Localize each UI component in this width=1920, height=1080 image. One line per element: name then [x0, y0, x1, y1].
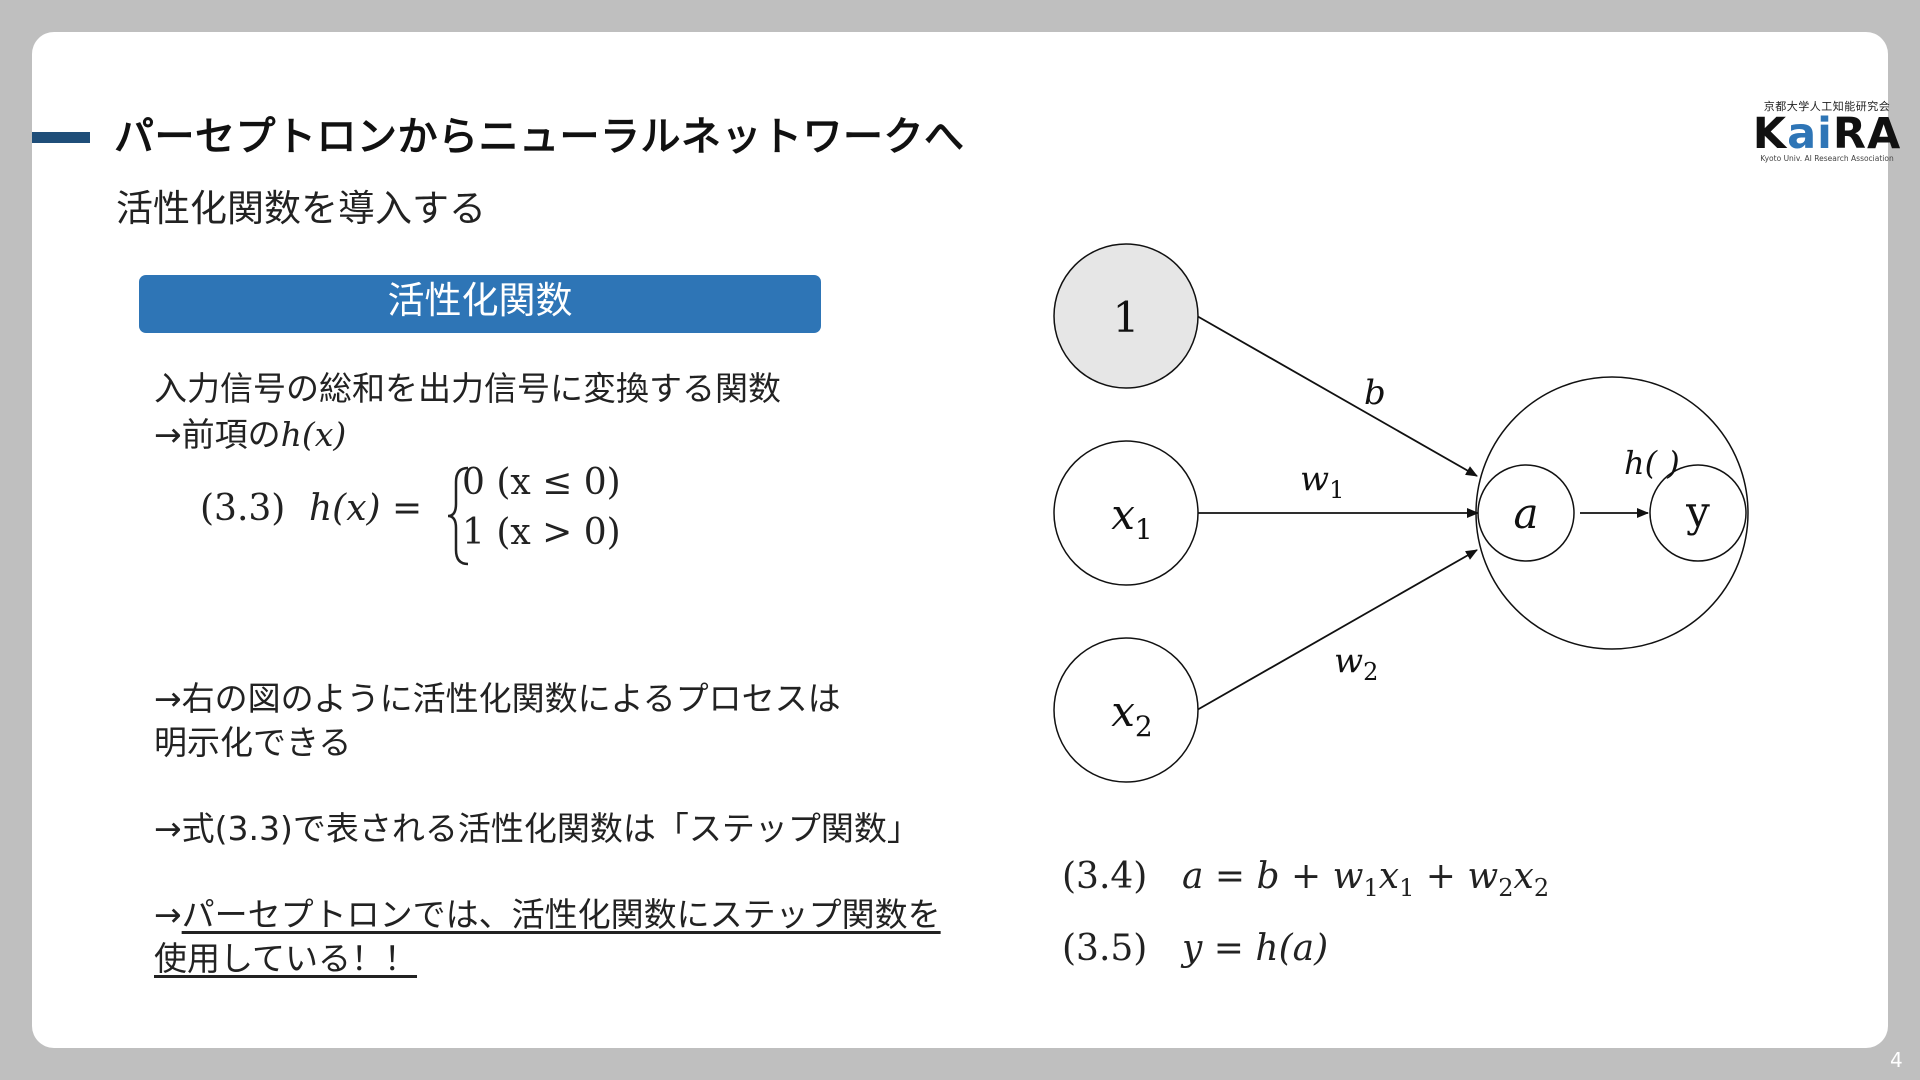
note-2: →式(3.3)で表される活性化関数は「ステップ関数」: [154, 809, 920, 848]
label-x2: x2: [1111, 687, 1153, 743]
node-bias: [1053, 243, 1199, 389]
note-3-text: パーセプトロンでは、活性化関数にステップ関数を: [181, 895, 941, 934]
eq-33-case-2: 1 (x > 0): [462, 512, 621, 553]
node-y: [1649, 464, 1747, 562]
node-x1: [1053, 440, 1199, 586]
node-x2: [1053, 637, 1199, 783]
note-3-arrow: →: [154, 895, 182, 934]
label-w2-sub: 2: [1363, 658, 1378, 686]
title-accent-bar: [32, 132, 90, 143]
label-edge-h: h( ): [1624, 444, 1680, 482]
logo-ra: RA: [1832, 109, 1902, 159]
label-x1-base: x: [1111, 490, 1135, 539]
note-1-line-1: →右の図のように活性化関数によるプロセスは: [154, 679, 841, 718]
description-line-1: 入力信号の総和を出力信号に変換する関数: [154, 369, 781, 408]
eq-33-case-1: 0 (x ≤ 0): [462, 462, 621, 503]
note-1-line-2: 明示化できる: [154, 723, 352, 762]
logo-sub-text: Kyoto Univ. AI Research Association: [1760, 154, 1894, 163]
label-x2-base: x: [1111, 687, 1135, 736]
eq-35-text: y = h(a): [1182, 928, 1329, 969]
edge-x2: [1196, 549, 1478, 711]
label-x1: x1: [1111, 490, 1153, 546]
description-prefix: →前項の: [154, 415, 281, 454]
label-edge-b: b: [1364, 373, 1386, 413]
label-edge-w2: w2: [1334, 641, 1378, 686]
node-neuron: [1475, 376, 1749, 650]
eq-34-body: a = b + w1x1 + w2x2: [1182, 856, 1550, 903]
description-math: h(x): [280, 415, 347, 454]
label-a: a: [1513, 489, 1538, 538]
label-y: y: [1685, 487, 1710, 536]
label-bias: 1: [1113, 293, 1140, 342]
eq-35-number: (3.5): [1062, 928, 1148, 969]
label-w1-base: w: [1300, 459, 1329, 499]
logo-main-text: KaiRA: [1752, 113, 1902, 156]
label-edge-w1: w1: [1300, 459, 1344, 504]
edge-bias: [1196, 315, 1478, 477]
node-a: [1477, 464, 1575, 562]
eq-33-number: (3.3): [200, 488, 286, 529]
eq-33-lhs: h(x) =: [309, 488, 422, 529]
label-w1-sub: 1: [1329, 476, 1344, 504]
note-3-line-1: →パーセプトロンでは、活性化関数にステップ関数を: [154, 888, 941, 936]
eq-35-body: y = h(a): [1182, 928, 1328, 969]
slide: パーセプトロンからニューラルネットワークへ 活性化関数を導入する 京都大学人工知…: [32, 32, 1900, 1048]
note-3-line-2: 使用している！！: [154, 939, 418, 978]
section-badge: 活性化関数: [139, 275, 821, 333]
label-x2-sub: 2: [1135, 710, 1153, 743]
perceptron-diagram: 1 x1 x2 a y b w1 w2 h( ): [1053, 243, 1749, 783]
description-line-2: →前項のh(x): [154, 408, 346, 456]
label-x1-sub: 1: [1135, 513, 1153, 546]
eq-34-number: (3.4): [1062, 856, 1148, 897]
eq-33-lhs-text: h(x) =: [309, 488, 423, 529]
kaira-logo: 京都大学人工知能研究会 KaiRA Kyoto Univ. AI Researc…: [1752, 98, 1902, 164]
logo-top-text: 京都大学人工知能研究会: [1763, 100, 1891, 113]
eq-33-brace: [447, 466, 469, 566]
logo-ai: ai: [1787, 109, 1833, 159]
logo-k: K: [1752, 109, 1788, 159]
page-number: 4: [1890, 1048, 1903, 1072]
slide-title: パーセプトロンからニューラルネットワークへ: [114, 114, 965, 160]
slide-subtitle: 活性化関数を導入する: [116, 187, 486, 230]
label-w2-base: w: [1334, 641, 1363, 681]
